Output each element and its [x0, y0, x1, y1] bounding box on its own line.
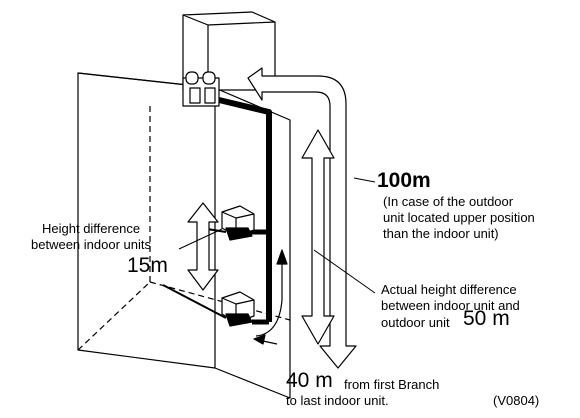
branch-up-arrow: [255, 249, 288, 337]
indoor-unit-upper: [221, 205, 255, 241]
indoor-height-label-line-2: between indoor units: [31, 237, 151, 252]
total-length-label: 100m: [377, 169, 431, 192]
outdoor-unit: [182, 11, 276, 107]
actual-height-label-line-1: Actual height difference: [381, 282, 517, 297]
leader-lines: [178, 177, 376, 294]
actual-height-value: 50 m: [463, 307, 510, 330]
indoor-height-label-line-1: Height difference: [42, 221, 141, 236]
actual-height-label-line-3: outdoor unit: [381, 315, 450, 330]
outdoor-upper-note-line-2: unit located upper position: [383, 210, 535, 225]
indoor-unit-lower: [221, 291, 255, 327]
outdoor-upper-note-line-3: than the indoor unit): [383, 226, 499, 241]
branch-text-line-2: to last indoor unit.: [286, 393, 389, 408]
total-length-arrow: [247, 67, 357, 369]
indoor-height-value: 15m: [127, 254, 168, 277]
branch-length-value: 40 m: [286, 369, 333, 392]
actual-height-label-line-2: between indoor unit and: [381, 298, 520, 313]
branch-text-line-1: from first Branch: [344, 377, 440, 392]
actual-height-arrow: [301, 129, 335, 345]
figure-code: (V0804): [493, 393, 540, 408]
outdoor-upper-note-line-1: (In case of the outdoor: [383, 194, 514, 209]
indoor-height-arrow: [187, 202, 219, 291]
branch-left-arrow: [253, 334, 278, 345]
